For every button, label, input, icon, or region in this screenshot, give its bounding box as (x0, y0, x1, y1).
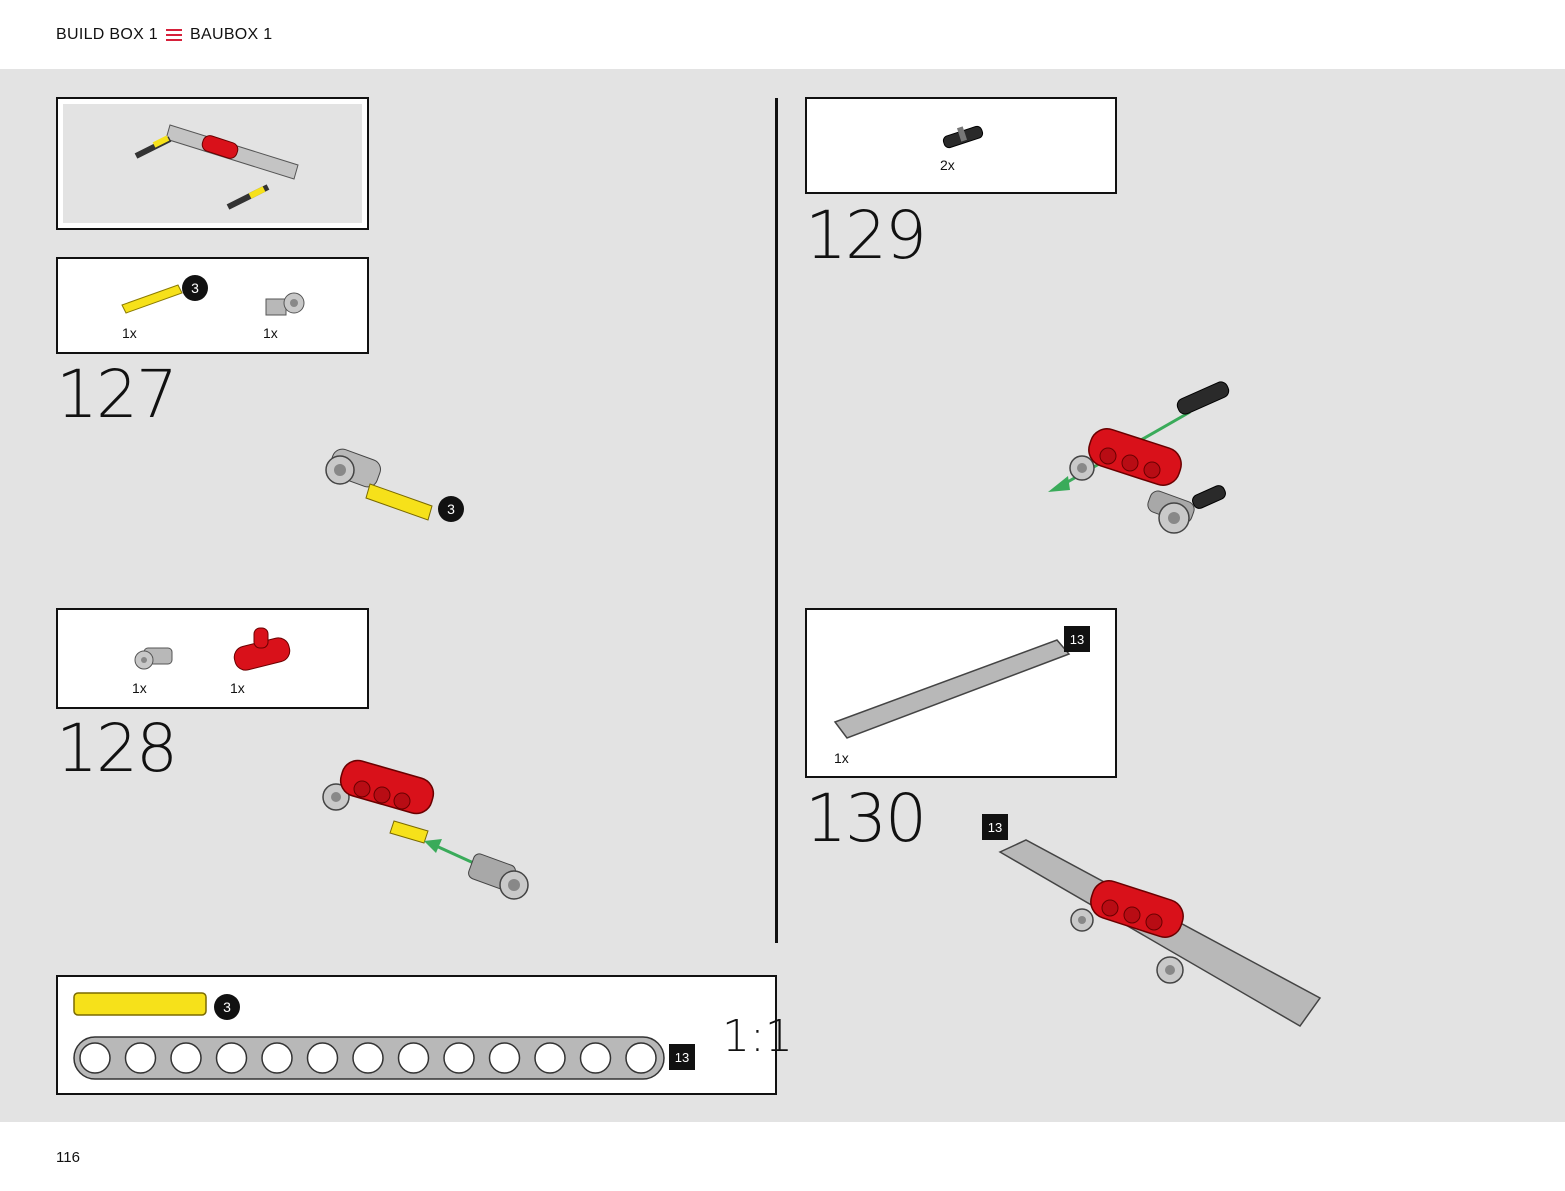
step-127-parts-box: 3 1x 1x (56, 257, 369, 354)
header-breadcrumb: BUILD BOX 1 BAUBOX 1 (56, 26, 272, 44)
gray-connector-part-icon (265, 292, 305, 316)
scale-beam-hole (579, 1042, 612, 1074)
step-128-number: 128 (56, 710, 178, 787)
scale-beam-hole (261, 1042, 293, 1074)
step-129-illustration (1048, 381, 1230, 534)
page-header: BUILD BOX 1 BAUBOX 1 (0, 0, 1565, 69)
scale-beam-hole (306, 1042, 339, 1074)
scale-beam-hole (397, 1042, 430, 1074)
scale-beam-illustration (73, 1036, 665, 1080)
scale-ratio-label: 1:1 (722, 1011, 793, 1062)
subassembly-illustration (134, 124, 299, 210)
page-number: 116 (56, 1149, 80, 1166)
step-127-axle-badge: 3 (438, 496, 464, 522)
step-127-part-length-badge: 3 (182, 275, 208, 301)
subassembly-preview-box (56, 97, 369, 230)
step-130-number: 130 (805, 780, 927, 857)
scale-beam-hole (352, 1042, 384, 1074)
step-130-part-qty: 1x (834, 750, 849, 766)
step-129-parts-box: 2x (805, 97, 1117, 194)
step-128-parts-box: 1x 1x (56, 608, 369, 709)
header-right-label: BAUBOX 1 (190, 26, 273, 43)
scale-beam-hole (79, 1042, 111, 1074)
step-130-parts-box: 13 1x (805, 608, 1117, 778)
step-128-part2-qty: 1x (230, 680, 245, 696)
red-beam-part-icon (233, 627, 291, 671)
scale-reference-box: 3 13 1:1 (56, 975, 793, 1095)
step-128-illustration (322, 759, 529, 900)
scale-beam-hole (443, 1042, 475, 1074)
scale-beam-hole (170, 1042, 202, 1074)
step-129-part-qty: 2x (940, 157, 955, 173)
instruction-stage (0, 69, 1565, 1122)
step-127-part2-qty: 1x (263, 325, 278, 341)
step-130-illustration (998, 839, 1322, 1027)
scale-beam-hole (625, 1042, 657, 1074)
scale-axle-illustration (73, 992, 207, 1016)
scale-beam-badge: 13 (669, 1044, 695, 1070)
step-129-number: 129 (805, 197, 927, 274)
scale-beam-hole (215, 1042, 248, 1074)
scale-beam-hole (124, 1042, 157, 1074)
scale-beam-hole (488, 1042, 521, 1074)
step-127-number: 127 (56, 356, 178, 433)
step-130-beam-badge: 13 (982, 814, 1008, 840)
step-128-part1-qty: 1x (132, 680, 147, 696)
step-127-illustration (325, 448, 433, 521)
menu-icon (166, 29, 183, 41)
step-130-part-length-badge: 13 (1064, 626, 1090, 652)
scale-axle-badge: 3 (214, 994, 240, 1020)
step-127-part1-qty: 1x (122, 325, 137, 341)
long-beam-part-icon (833, 639, 1071, 739)
black-pin-part-icon (942, 125, 984, 149)
gray-connector-part-icon (134, 647, 173, 670)
scale-beam-hole (534, 1042, 566, 1074)
header-left-label: BUILD BOX 1 (56, 26, 159, 43)
column-divider (775, 98, 778, 943)
page-footer: 116 (0, 1122, 1565, 1191)
